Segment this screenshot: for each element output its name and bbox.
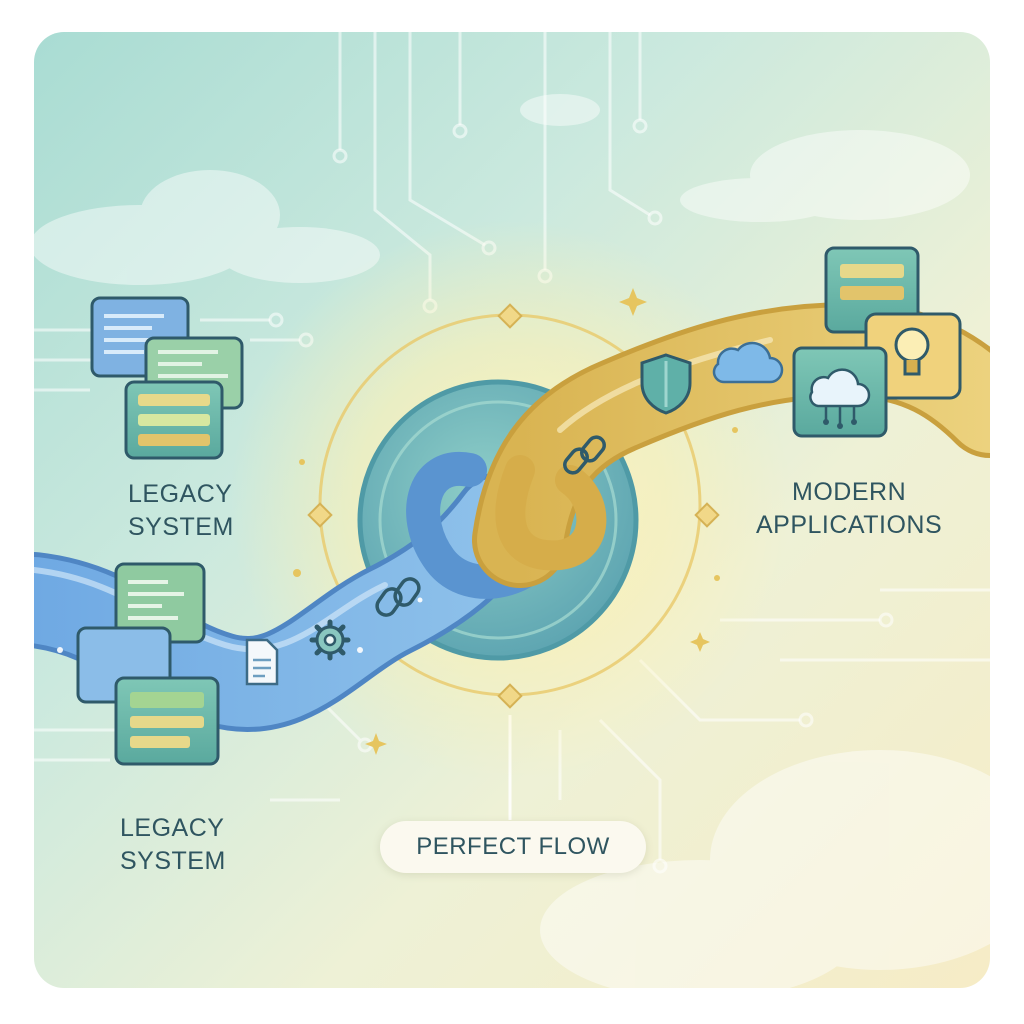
legacy-system-label-top: LEGACY SYSTEM bbox=[128, 478, 234, 544]
modern-app-window-icon bbox=[824, 246, 920, 334]
gear-icon bbox=[309, 619, 351, 661]
modern-label-line1: MODERN bbox=[792, 478, 907, 506]
shield-icon bbox=[640, 353, 692, 415]
legacy-label-line2: SYSTEM bbox=[128, 513, 234, 541]
legacy-app-window-icon bbox=[114, 676, 220, 766]
orbit-ring bbox=[307, 303, 720, 709]
legacy-system-label-bottom: LEGACY SYSTEM bbox=[120, 812, 226, 878]
file-icon bbox=[245, 638, 279, 686]
cloud-network-icon bbox=[792, 346, 888, 438]
gold-chain-link bbox=[495, 455, 607, 571]
background-clouds bbox=[34, 94, 990, 988]
legacy-label-line2: SYSTEM bbox=[120, 847, 226, 875]
perfect-flow-pill: PERFECT FLOW bbox=[380, 821, 646, 873]
lightbulb-icon bbox=[864, 312, 962, 400]
modern-label-line2: APPLICATIONS bbox=[756, 511, 943, 539]
legacy-app-window-icon bbox=[124, 380, 224, 460]
chain-link-icon bbox=[375, 435, 606, 617]
modern-applications-label: MODERN APPLICATIONS bbox=[756, 476, 942, 542]
sparkle-icons bbox=[293, 288, 738, 755]
legacy-label-line1: LEGACY bbox=[128, 480, 233, 508]
legacy-label-line1: LEGACY bbox=[120, 814, 225, 842]
cloud-icon bbox=[712, 341, 784, 384]
